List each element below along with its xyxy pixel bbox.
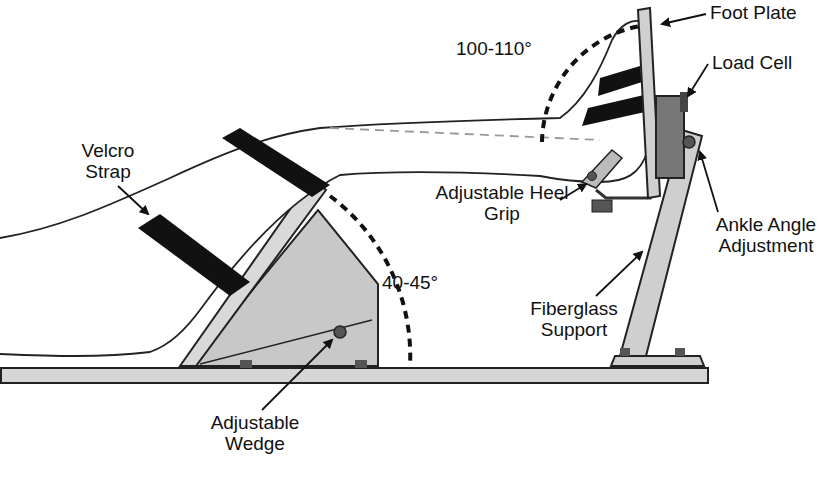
angle-label: 100-110° [456, 38, 546, 59]
part-label: Adjustable Heel Grip [432, 182, 572, 224]
part-label: Foot Plate [710, 2, 828, 23]
part-label: Adjustable Wedge [190, 412, 320, 454]
part-label: Load Cell [712, 52, 828, 73]
part-label: Velcro Strap [58, 140, 158, 182]
part-label: Fiberglass Support [514, 298, 634, 340]
part-label: Ankle Angle Adjustment [704, 214, 828, 256]
angle-label: 40-45° [382, 272, 462, 293]
